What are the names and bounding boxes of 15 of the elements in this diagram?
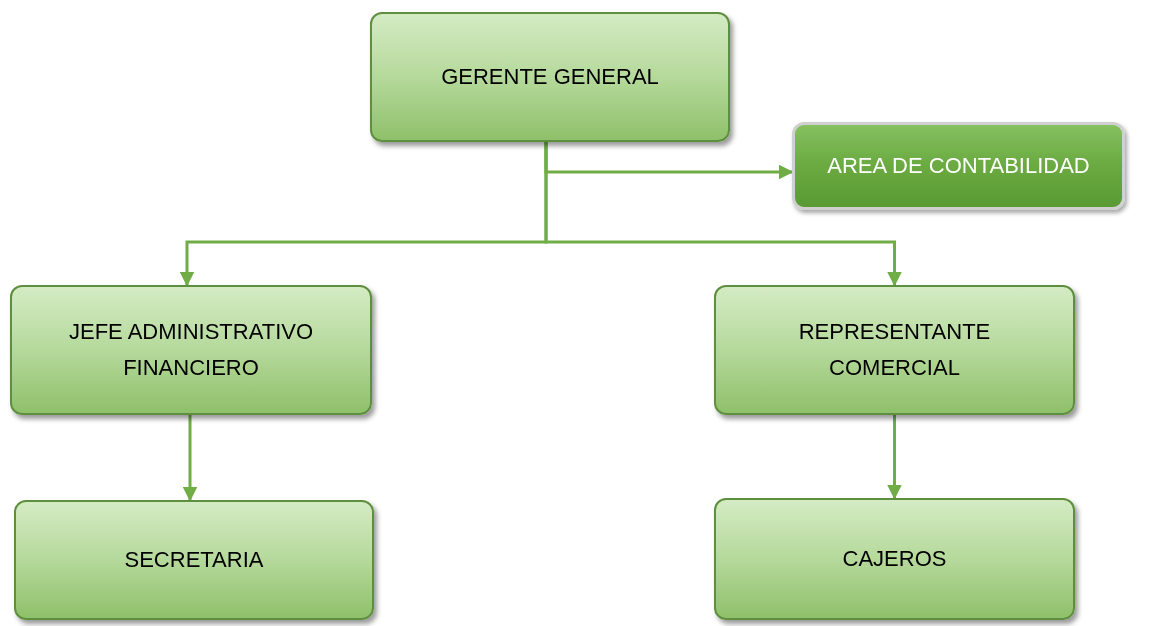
process-box <box>792 122 1125 210</box>
arrow <box>887 415 902 500</box>
arrow <box>544 142 902 287</box>
box-label: CAJEROS <box>842 545 947 573</box>
process-box <box>714 498 1075 620</box>
process-box <box>370 12 730 142</box>
process-box <box>714 285 1075 415</box>
box-label: SECRETARIA <box>124 546 264 574</box>
box-label: AREA DE CONTABILIDAD <box>827 152 1090 180</box>
box-label: REPRESENTANTE COMERCIAL <box>797 318 992 382</box>
process-box <box>10 285 372 415</box>
box-label: JEFE ADMINISTRATIVO FINANCIERO <box>67 318 315 382</box>
arrow <box>182 415 198 502</box>
process-box <box>14 500 374 620</box>
box-label: GERENTE GENERAL <box>441 63 659 91</box>
